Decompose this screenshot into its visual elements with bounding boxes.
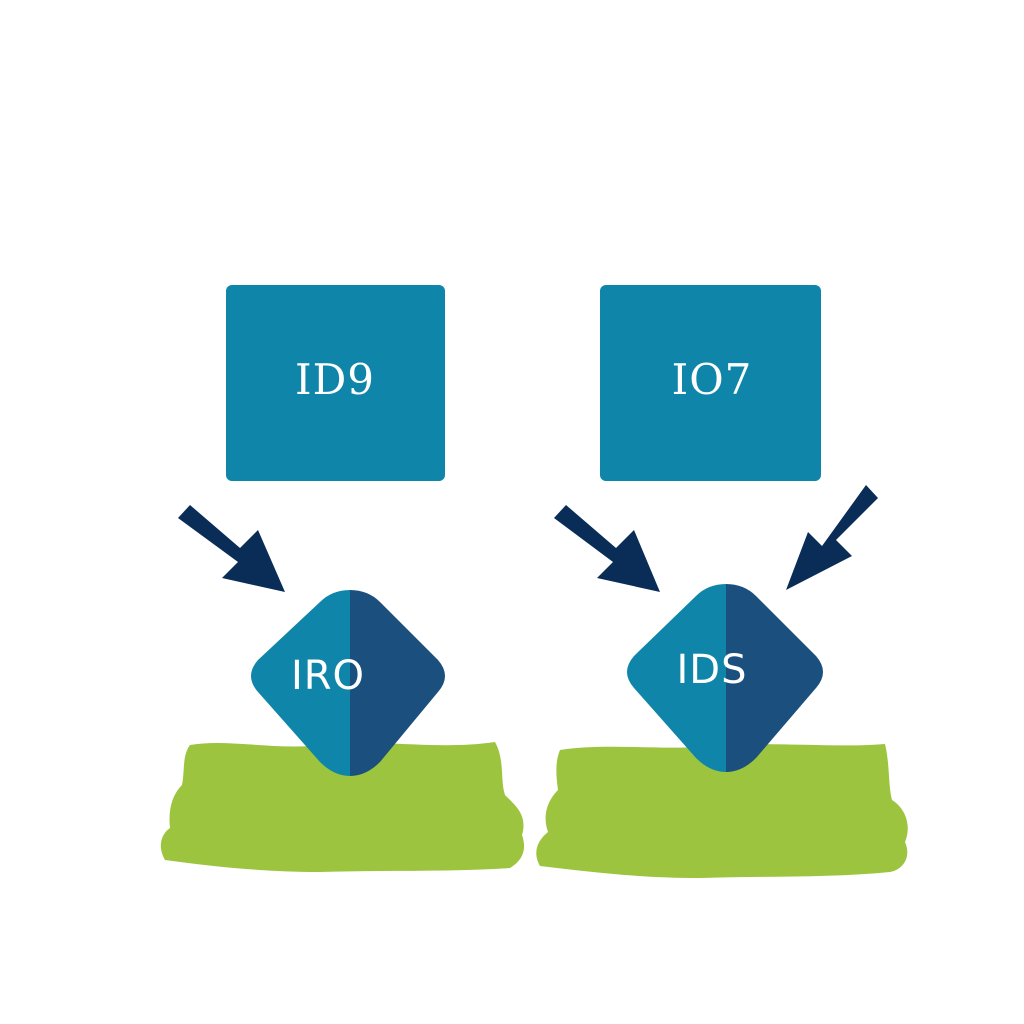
diamond-right: IDS xyxy=(627,584,823,772)
box-right: IO7 xyxy=(600,285,821,481)
diamond-right-label: IDS xyxy=(677,647,748,693)
diamond-left-label: IRO xyxy=(291,653,365,699)
grass-right xyxy=(536,744,908,878)
arrow-icon xyxy=(786,485,878,590)
diamond-left: IRO xyxy=(251,590,445,776)
grass-left xyxy=(160,742,525,872)
box-left-label: ID9 xyxy=(295,355,375,404)
arrow-icon xyxy=(178,505,285,592)
arrow-icon xyxy=(554,505,660,592)
box-left: ID9 xyxy=(226,285,445,481)
box-right-label: IO7 xyxy=(672,355,753,404)
